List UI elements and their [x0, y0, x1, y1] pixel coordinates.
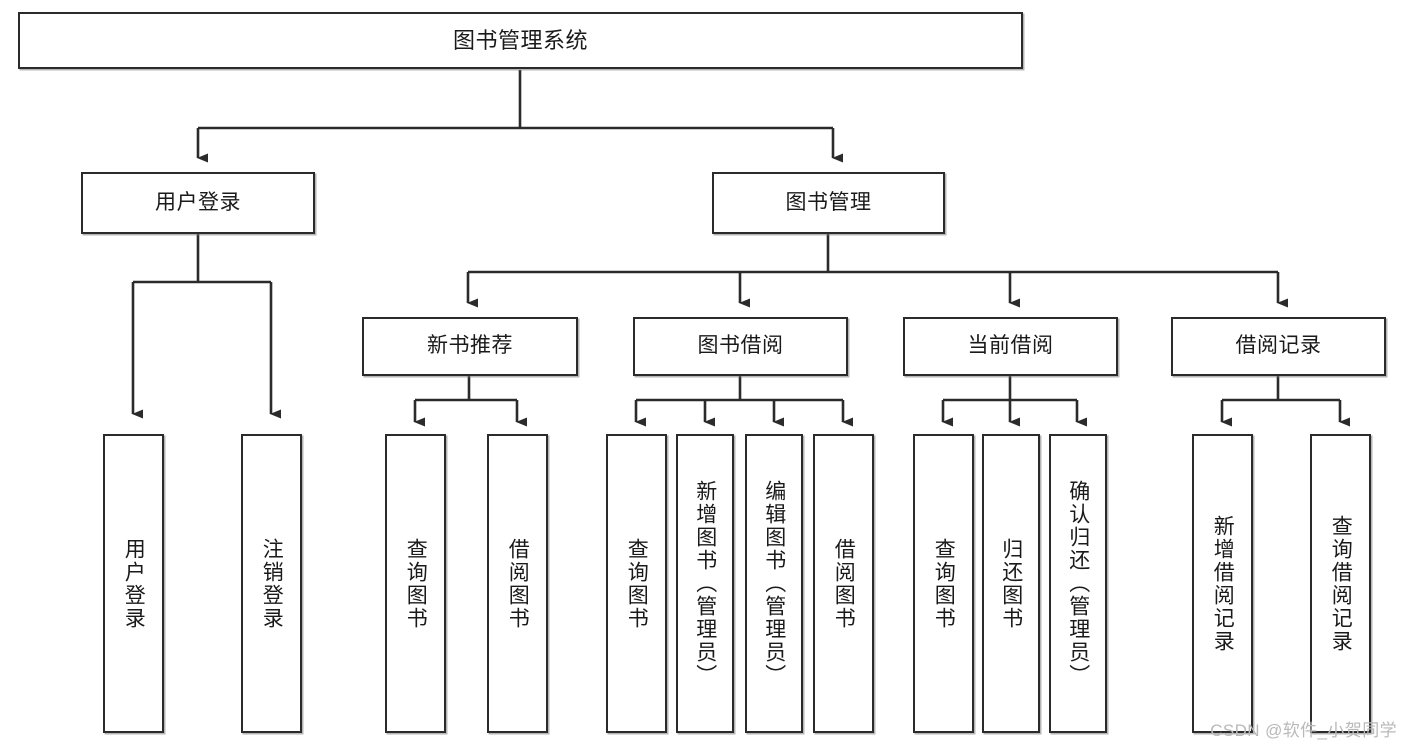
node-new-book-recommend[interactable]: 新书推荐: [362, 317, 578, 376]
csdn-watermark: CSDN @软件_小贺同学: [1210, 721, 1397, 740]
leaf-borrow-borrow-book[interactable]: 借阅图书: [813, 434, 874, 733]
leaf-recommend-borrow-book[interactable]: 借阅图书: [487, 434, 548, 733]
node-label: 查询图书: [625, 537, 649, 630]
leaf-borrow-edit-book[interactable]: 编辑图书（管理员）: [745, 434, 803, 733]
node-label: 用户登录: [122, 537, 146, 630]
leaf-record-add-record[interactable]: 新增借阅记录: [1192, 434, 1253, 733]
node-label: 借阅图书: [506, 537, 530, 630]
leaf-recommend-query-book[interactable]: 查询图书: [385, 434, 446, 733]
leaf-record-query-record[interactable]: 查询借阅记录: [1310, 434, 1371, 733]
node-label: 查询图书: [932, 537, 956, 630]
node-label: 查询借阅记录: [1329, 514, 1353, 653]
node-label: 归还图书: [999, 537, 1023, 630]
node-label: 确认归还（管理员）: [1066, 480, 1090, 687]
node-label: 用户登录: [155, 190, 241, 214]
node-label: 图书借阅: [697, 334, 784, 358]
node-user-login[interactable]: 用户登录: [81, 172, 315, 234]
leaf-user-login-login[interactable]: 用户登录: [103, 434, 164, 733]
node-label: 新书推荐: [427, 334, 513, 358]
node-current-borrow[interactable]: 当前借阅: [903, 317, 1118, 376]
node-label: 注销登录: [260, 537, 284, 630]
node-label: 图书管理: [785, 190, 872, 214]
node-label: 新增图书（管理员）: [693, 480, 717, 687]
leaf-current-return-book[interactable]: 归还图书: [982, 434, 1040, 733]
node-label: 当前借阅: [967, 334, 1054, 358]
leaf-user-login-logout[interactable]: 注销登录: [241, 434, 302, 733]
leaf-borrow-query-book[interactable]: 查询图书: [606, 434, 667, 733]
node-book-management[interactable]: 图书管理: [712, 172, 945, 234]
node-label: 新增借阅记录: [1211, 514, 1235, 653]
node-label: 借阅记录: [1235, 334, 1322, 358]
node-label: 借阅图书: [832, 537, 856, 630]
node-label: 图书管理系统: [452, 27, 588, 53]
leaf-current-query-book[interactable]: 查询图书: [913, 434, 974, 733]
node-book-borrow[interactable]: 图书借阅: [633, 317, 848, 376]
node-label: 编辑图书（管理员）: [762, 480, 786, 687]
leaf-borrow-add-book[interactable]: 新增图书（管理员）: [676, 434, 734, 733]
leaf-current-confirm-return[interactable]: 确认归还（管理员）: [1049, 434, 1107, 733]
node-borrow-record[interactable]: 借阅记录: [1171, 317, 1386, 376]
node-label: 查询图书: [404, 537, 428, 630]
node-root-system[interactable]: 图书管理系统: [18, 12, 1023, 69]
